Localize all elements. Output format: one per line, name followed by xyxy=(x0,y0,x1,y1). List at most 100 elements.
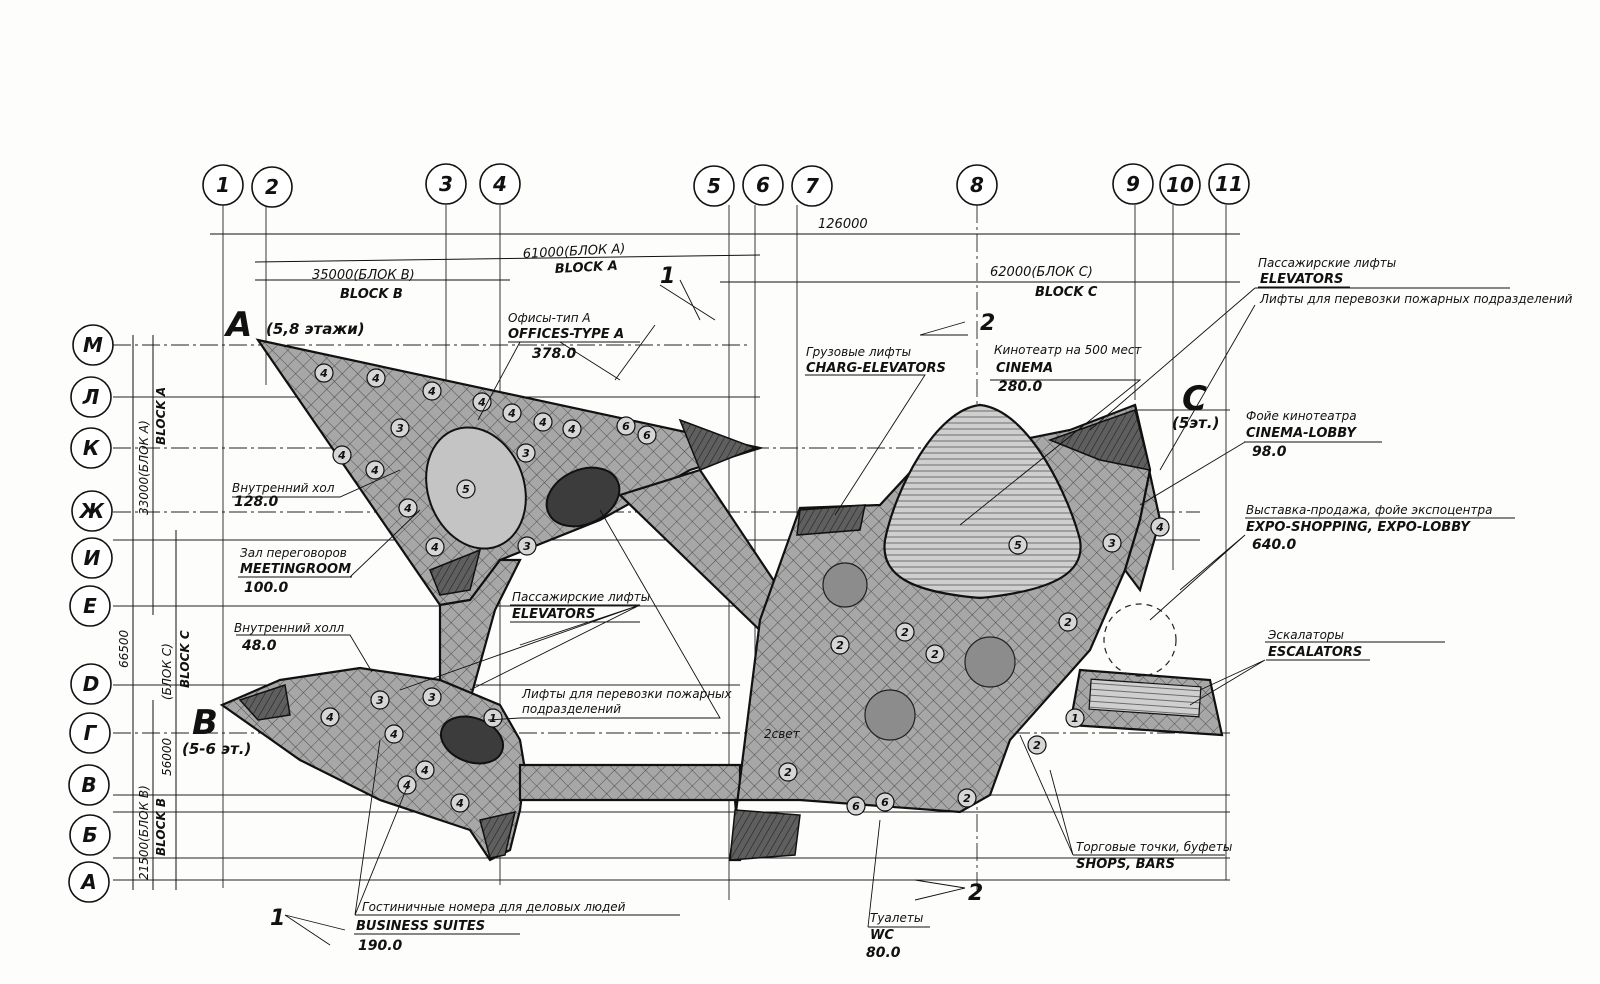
dim-block-a-en: BLOCK A xyxy=(554,259,618,277)
room-tag-circle xyxy=(415,760,435,780)
axis-h-6-circle xyxy=(69,585,111,627)
axis-h-11-circle xyxy=(68,861,110,903)
block-c-letter: C xyxy=(1182,379,1207,419)
room-tag-number: 6 xyxy=(643,429,651,442)
room-tag: 2 xyxy=(957,788,977,808)
axis-v-3-label: 3 xyxy=(439,172,453,196)
room-tag-circle xyxy=(925,644,945,664)
dim-left-block-a: BLOCK A xyxy=(154,387,168,445)
room-tag: 3 xyxy=(370,690,390,710)
room-tag-number: 4 xyxy=(477,396,486,409)
elevators-mid-ru: Пассажирские лифты xyxy=(512,590,650,604)
room-tag-circle xyxy=(370,690,390,710)
dim-left-block-c-en: BLOCK C xyxy=(178,630,192,688)
room-tag-number: 2 xyxy=(901,626,909,639)
room-tag-number: 3 xyxy=(523,540,531,553)
block-letters: A (5,8 этажи) B (5-6 эт.) C (5эт.) xyxy=(182,305,1219,758)
meeting-area: 100.0 xyxy=(244,580,289,596)
room-tag-circle xyxy=(1150,517,1170,537)
wc-en: WC xyxy=(870,928,894,943)
inner-hall-oval xyxy=(425,426,527,550)
cinema-hall xyxy=(883,403,1082,600)
axis-v-7: 7 xyxy=(791,165,833,207)
block-a-letter: A xyxy=(223,305,252,345)
cinema-ru: Кинотеатр на 500 мест xyxy=(994,343,1142,357)
room-tag-circle xyxy=(957,788,977,808)
offices-ru: Офисы-тип А xyxy=(508,311,591,325)
room-tag: 4 xyxy=(562,419,582,439)
room-labels: Офисы-тип А OFFICES-TYPE A 378.0 Внутрен… xyxy=(232,256,1573,961)
axis-h-2: Л xyxy=(70,376,112,418)
elevators-mid-en: ELEVATORS xyxy=(512,607,595,622)
room-tag-number: 4 xyxy=(420,764,429,777)
axis-h-3: К xyxy=(70,427,112,469)
stair-core-bottom xyxy=(729,809,801,861)
dim-line-block-a xyxy=(254,254,761,263)
expo-ru: Выставка-продажа, фойе экспоцентра xyxy=(1246,503,1492,517)
dimension-lines xyxy=(132,233,1240,890)
room-tag-circle xyxy=(778,762,798,782)
room-tag-number: 4 xyxy=(402,779,411,792)
room-tag-circle xyxy=(332,445,352,465)
room-tag-number: 4 xyxy=(455,797,464,810)
leader-escalators xyxy=(1189,641,1445,706)
axis-v-11-circle xyxy=(1208,163,1250,205)
room-tag: 4 xyxy=(365,460,385,480)
room-tag-circle xyxy=(517,536,537,556)
room-tag: 6 xyxy=(616,416,636,436)
axis-h-5: И xyxy=(71,537,113,579)
room-tag-circle xyxy=(366,368,386,388)
axis-h-9: В xyxy=(68,764,110,806)
axis-h-1-circle xyxy=(72,324,114,366)
axis-v-9-circle xyxy=(1112,163,1154,205)
axis-v-7-label: 7 xyxy=(805,174,819,198)
axis-v-4-label: 4 xyxy=(492,172,507,196)
room-tag-circle xyxy=(533,412,553,432)
room-tag: 6 xyxy=(637,425,657,445)
axis-h-6: Е xyxy=(69,585,111,627)
room-tag-circle xyxy=(846,796,866,816)
block-c-floors: (5эт.) xyxy=(1172,414,1219,432)
dim-block-c-ru: 62000(БЛОК C) xyxy=(990,265,1093,280)
dim-left-block-b: BLOCK B xyxy=(154,798,168,856)
meeting-room-core xyxy=(429,548,482,596)
axis-v-5-label: 5 xyxy=(707,174,721,198)
room-tag-number: 2 xyxy=(1033,739,1041,752)
axis-v-1: 1 xyxy=(202,164,244,206)
axis-v-3-circle xyxy=(425,163,467,205)
room-tag: 6 xyxy=(875,792,895,812)
inner-room-area: 128.0 xyxy=(234,494,279,510)
room-tag-number: 1 xyxy=(1071,712,1079,725)
room-tag: 4 xyxy=(320,707,340,727)
axis-v-10-circle xyxy=(1159,164,1201,206)
dim-left-33000: 33000(БЛОК А) xyxy=(137,420,151,515)
cinema-area: 280.0 xyxy=(998,379,1043,395)
axis-h-2-label: Л xyxy=(82,385,100,409)
room-tag-number: 4 xyxy=(371,372,380,385)
building-footprint xyxy=(219,338,1224,862)
room-tag-number: 3 xyxy=(396,422,404,435)
axis-h-4-circle xyxy=(71,490,113,532)
axis-h-1: М xyxy=(72,324,114,366)
axis-v-4-circle xyxy=(479,163,521,205)
room-tag: 4 xyxy=(472,392,492,412)
room-tag-circle xyxy=(637,425,657,445)
section-2-top: 2 xyxy=(980,311,995,336)
inner-room-ru: Внутренний хол xyxy=(232,481,335,495)
room-tag-circle xyxy=(365,460,385,480)
room-tag-number: 4 xyxy=(427,385,436,398)
block-b-stair xyxy=(479,811,517,859)
room-tag: 4 xyxy=(1150,517,1170,537)
section-2-top-mark xyxy=(919,321,968,336)
axis-h-10-label: Б xyxy=(82,823,97,847)
room-tag: 3 xyxy=(516,443,536,463)
axis-v-2: 2 xyxy=(251,166,293,208)
room-tag: 4 xyxy=(425,537,445,557)
axis-h-8-circle xyxy=(69,712,111,754)
leader-elevators-mid xyxy=(399,604,641,691)
cinema-lobby-en: CINEMA-LOBBY xyxy=(1246,426,1358,441)
room-tag: 5 xyxy=(1008,535,1028,555)
room-tag-circle xyxy=(1065,708,1085,728)
dimension-texts: 126000 61000(БЛОК А) BLOCK A 35000(БЛОК … xyxy=(117,217,1098,880)
meeting-en: MEETINGROOM xyxy=(240,562,351,577)
